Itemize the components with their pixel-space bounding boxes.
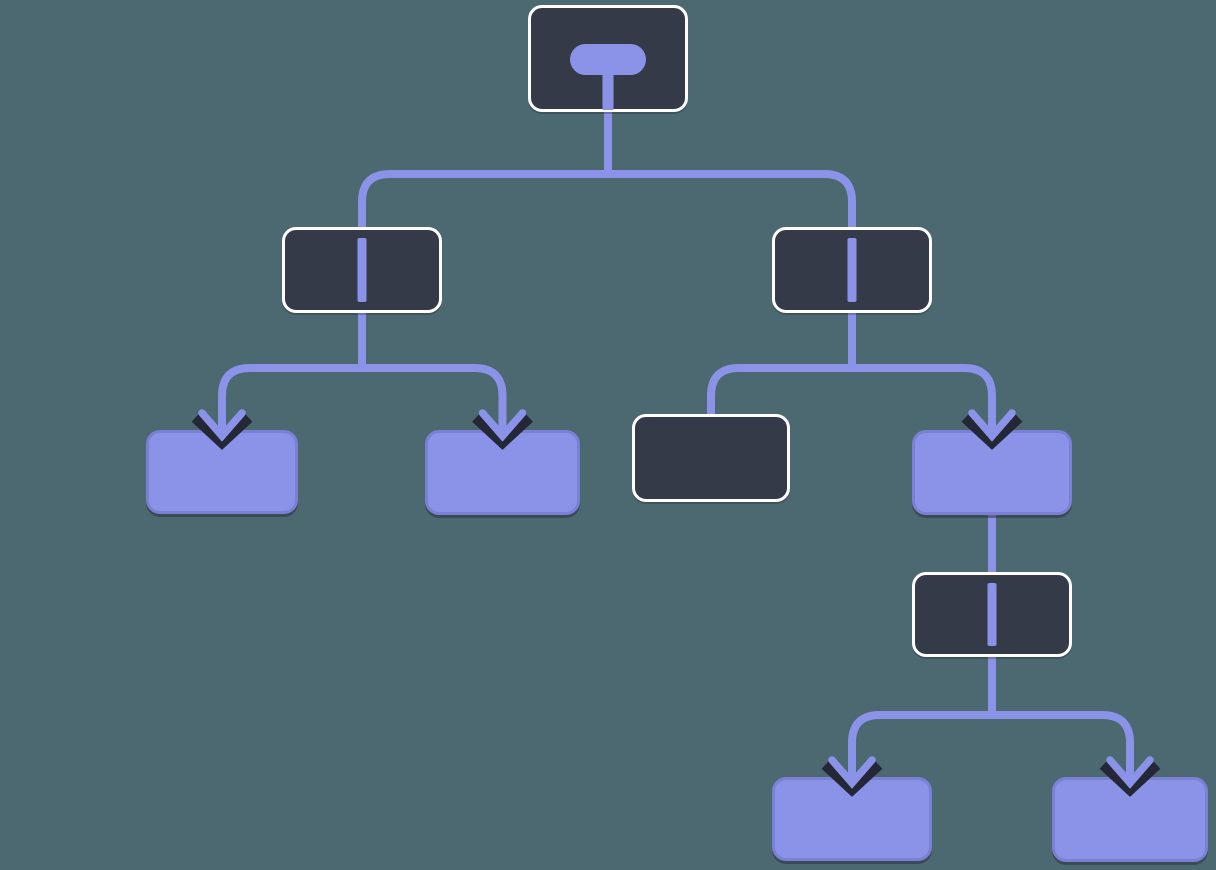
tree-node-leaf-c[interactable] — [632, 414, 790, 502]
pill-stem — [602, 72, 614, 110]
tree-node-leaf-d[interactable] — [912, 430, 1072, 515]
tree-node-root[interactable] — [528, 5, 688, 112]
pass-through-edge-icon — [357, 238, 367, 302]
tree-node-leaf-a[interactable] — [146, 430, 298, 514]
tree-node-leaf-f[interactable] — [772, 777, 932, 861]
tree-node-branch-e[interactable] — [912, 572, 1072, 657]
tree-node-leaf-b[interactable] — [425, 430, 580, 515]
pass-through-edge-icon — [987, 583, 997, 646]
pill-shape — [570, 44, 646, 75]
tree-node-branch-left[interactable] — [282, 227, 442, 313]
tree-node-leaf-g[interactable] — [1052, 777, 1208, 862]
pass-through-edge-icon — [847, 238, 857, 302]
tree-node-branch-right[interactable] — [772, 227, 932, 313]
